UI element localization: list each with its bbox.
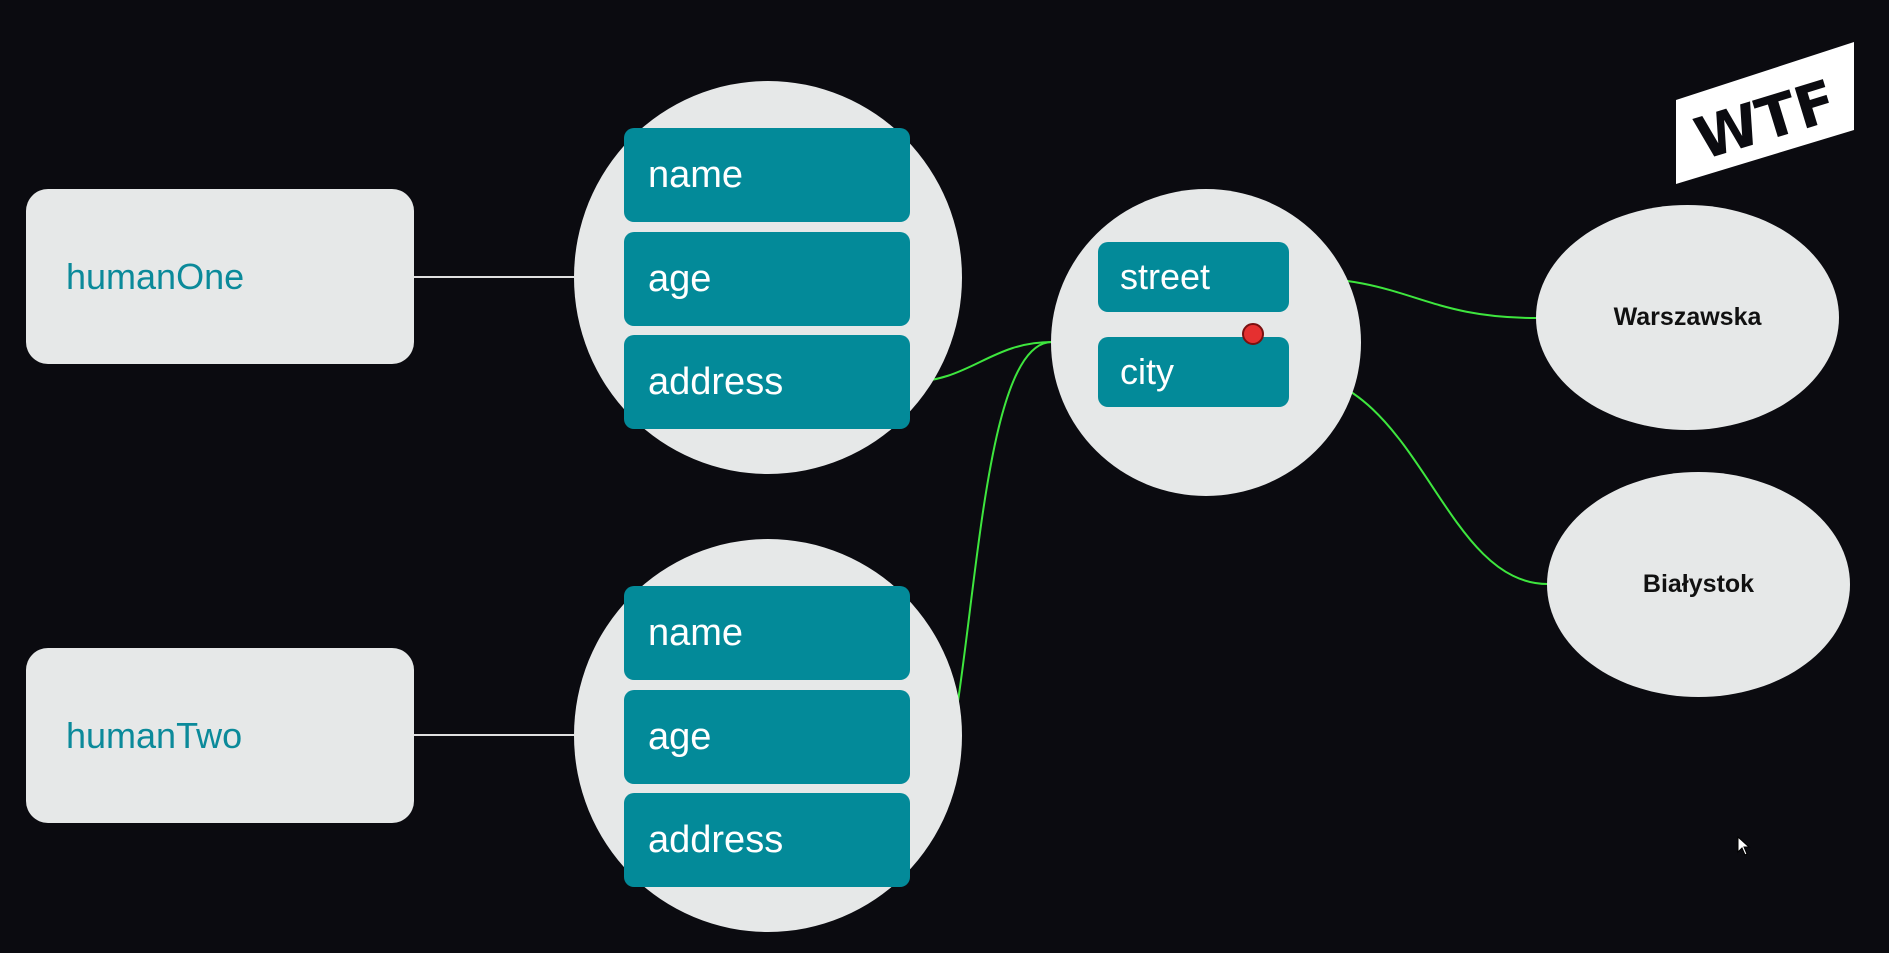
human-one-field-age: age xyxy=(624,232,910,326)
human-one-field-address: address xyxy=(624,335,910,429)
human-one-label: humanOne xyxy=(66,255,245,297)
value-label: Warszawska xyxy=(1613,303,1762,331)
address-field-street: street xyxy=(1098,242,1289,312)
human-one-node: humanOne xyxy=(26,189,414,364)
field-label: name xyxy=(648,611,744,654)
human-two-field-age: age xyxy=(624,690,910,784)
human-two-field-name: name xyxy=(624,586,910,680)
red-marker-dot xyxy=(1242,323,1264,345)
wtf-logo: WTF xyxy=(1676,42,1854,184)
value-warszawska: Warszawska xyxy=(1536,205,1839,430)
human-two-node: humanTwo xyxy=(26,648,414,823)
field-label: city xyxy=(1120,351,1174,392)
value-label: Białystok xyxy=(1642,570,1755,598)
field-label: age xyxy=(648,257,712,300)
field-label: street xyxy=(1120,256,1211,297)
field-label: address xyxy=(648,360,784,403)
address-field-city: city xyxy=(1098,337,1289,407)
field-label: age xyxy=(648,715,712,758)
human-two-field-address: address xyxy=(624,793,910,887)
field-label: name xyxy=(648,153,744,196)
field-label: address xyxy=(648,818,784,861)
human-two-label: humanTwo xyxy=(66,714,243,756)
mouse-cursor-icon xyxy=(1737,836,1751,856)
value-bialystok: Białystok xyxy=(1547,472,1850,697)
human-one-field-name: name xyxy=(624,128,910,222)
